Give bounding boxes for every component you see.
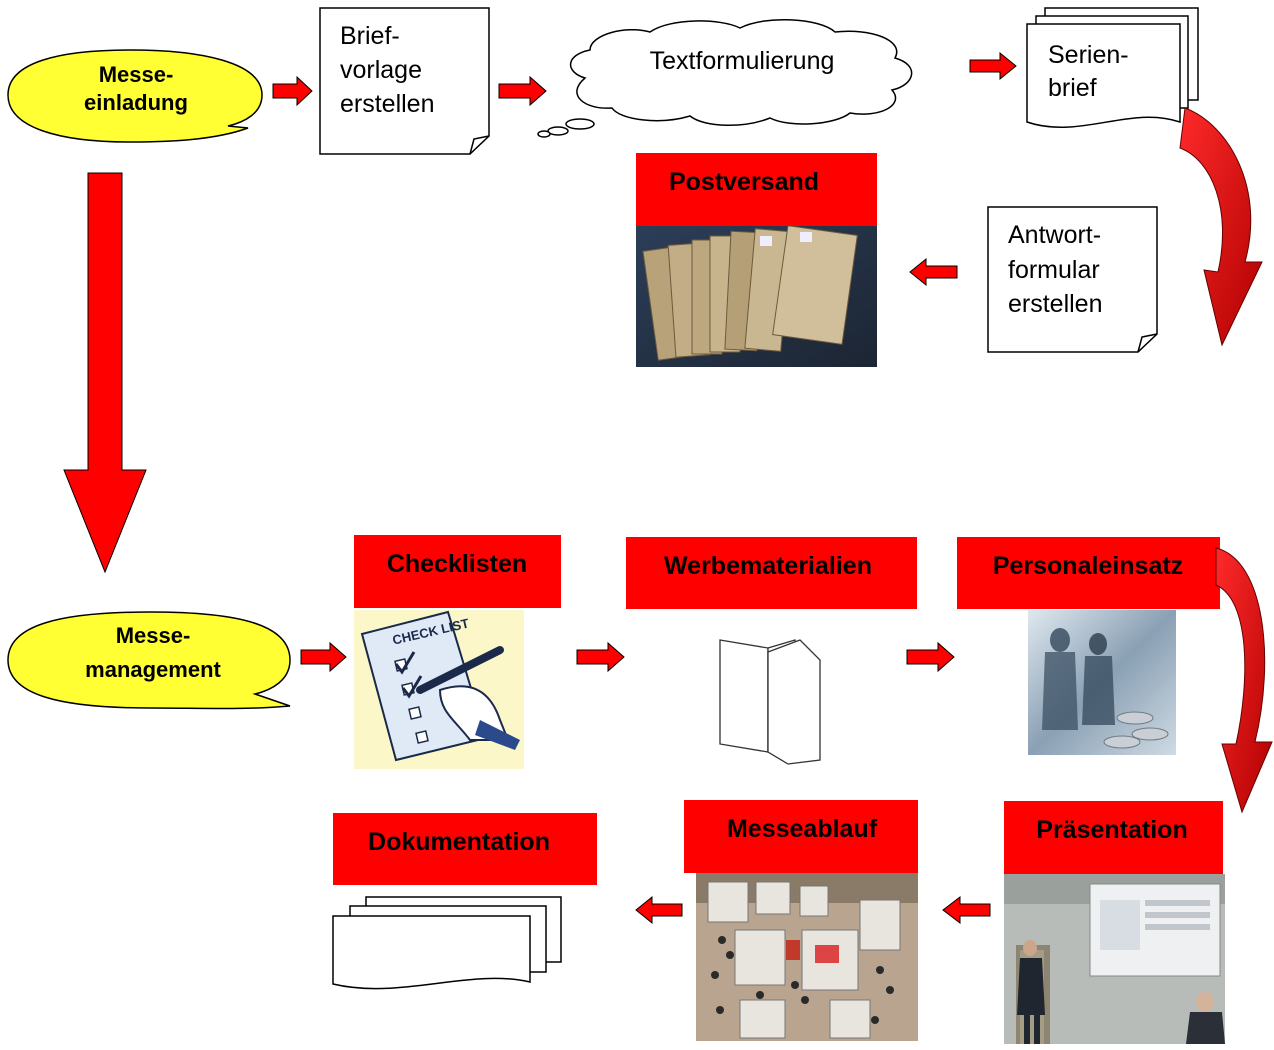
management-label-line1: Messe- (116, 623, 191, 648)
staffing-box (957, 537, 1220, 609)
letter-template-document: Brief- vorlage erstellen (319, 7, 490, 155)
presentation-photo (1004, 874, 1225, 1044)
folded-brochure-icon (719, 639, 821, 765)
curved-arrow-icon (1215, 547, 1273, 814)
documentation-multidocument-icon (332, 896, 562, 990)
management-start-callout: Messe- management (7, 611, 291, 710)
trade-fair-photo (696, 873, 918, 1041)
serial-letter-line2: brief (1048, 74, 1097, 102)
promo-material-label: Werbematerialien (664, 552, 872, 580)
arrow-right-icon (906, 641, 955, 673)
staffing-label: Personaleinsatz (993, 552, 1183, 580)
invitation-label-line1: Messe- (99, 62, 174, 87)
letter-template-line3: erstellen (340, 90, 435, 118)
arrow-right-icon (300, 641, 347, 673)
documentation-box (333, 813, 597, 885)
envelopes-photo (636, 225, 877, 367)
checklists-label: Checklisten (387, 550, 527, 578)
presentation-box (1004, 801, 1223, 874)
reply-form-document: Antwort- formular erstellen (987, 206, 1158, 353)
letter-template-line1: Brief- (340, 22, 400, 50)
reply-form-line3: erstellen (1008, 290, 1103, 318)
documentation-label: Dokumentation (368, 828, 550, 856)
presentation-label: Präsentation (1036, 816, 1187, 844)
reply-form-line2: formular (1008, 256, 1100, 284)
arrow-right-icon (969, 51, 1017, 81)
mail-dispatch-box (636, 153, 877, 226)
arrow-right-icon (498, 75, 547, 107)
serial-letter-multidocument: Serien- brief (1026, 7, 1199, 129)
checklist-clipart: CHECK LIST (354, 610, 524, 769)
arrow-left-icon (635, 895, 683, 925)
arrow-right-icon (272, 75, 313, 107)
invitation-start-callout: Messe- einladung (7, 49, 263, 143)
business-people-photo (1028, 610, 1176, 755)
mail-dispatch-label: Postversand (669, 168, 819, 196)
checklists-box (354, 535, 561, 608)
reply-form-line1: Antwort- (1008, 221, 1101, 249)
fair-process-box (684, 800, 918, 873)
text-formulation-cloud: Textformulierung (537, 18, 913, 138)
arrow-left-icon (909, 257, 958, 287)
fair-process-label: Messeablauf (727, 815, 878, 843)
promo-material-box (626, 537, 917, 609)
arrow-left-icon (942, 895, 991, 925)
text-cloud-label: Textformulierung (650, 47, 835, 75)
letter-template-line2: vorlage (340, 56, 422, 84)
invitation-label-line2: einladung (84, 90, 188, 115)
serial-letter-line1: Serien- (1048, 41, 1129, 69)
big-down-arrow-icon (63, 172, 147, 574)
arrow-right-icon (576, 641, 625, 673)
curved-arrow-icon (1179, 107, 1263, 347)
management-label-line2: management (85, 657, 221, 682)
